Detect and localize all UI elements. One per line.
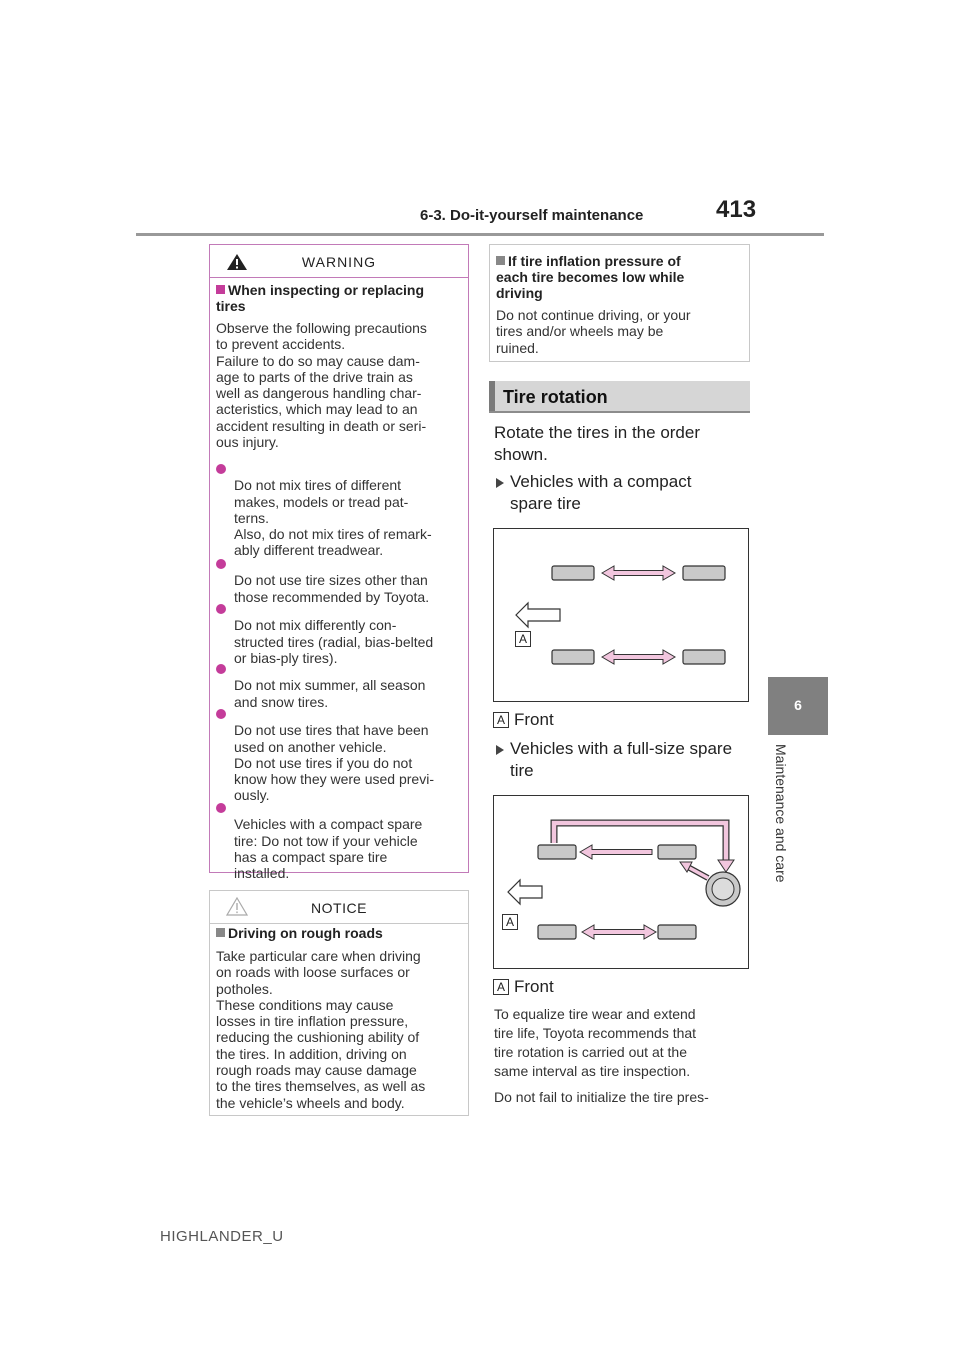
inflation-subhead: If tire inflation pressure of each tire … (496, 253, 685, 301)
tire-rotation-heading: Tire rotation (489, 381, 750, 413)
warning-bullet: Do not use tire sizes other than those r… (216, 556, 468, 605)
notice-box: NOTICE Driving on rough roads Take parti… (209, 890, 469, 1116)
tire-front-right (682, 565, 726, 581)
warning-title: WARNING (301, 254, 377, 270)
rotation-note: To equalize tire wear and extend tire li… (494, 1006, 697, 1079)
warning-subhead: When inspecting or replacing tires (216, 282, 425, 314)
caution-icon (226, 897, 248, 916)
square-bullet-icon (496, 256, 505, 265)
inflation-box: If tire inflation pressure of each tire … (489, 244, 750, 362)
tire-rear-right (657, 924, 697, 940)
callout-a: A (493, 979, 509, 995)
route-arrow-icon (550, 819, 735, 873)
tire-rear-left (537, 924, 577, 940)
swap-arrow-icon (601, 565, 676, 581)
diagonal-arrow-icon (679, 861, 710, 881)
warning-title-row: WARNING (210, 245, 468, 278)
section-title: Tire rotation (503, 387, 608, 407)
tire-rear-right (682, 649, 726, 665)
bullet-dot-icon (216, 604, 226, 614)
bullet-dot-icon (216, 709, 226, 719)
warning-intro: Observe the following precautions to pre… (216, 320, 427, 451)
heading-accent (489, 381, 495, 411)
tire-rear-left (551, 649, 595, 665)
bullet-dot-icon (216, 664, 226, 674)
bullet-dot-icon (216, 464, 226, 474)
warning-icon (227, 254, 247, 270)
tire-front-left (551, 565, 595, 581)
chapter-label: Maintenance and care (773, 744, 789, 883)
warning-bullet: Vehicles with a compact spare tire: Do n… (216, 800, 468, 881)
page-number: 413 (716, 196, 757, 223)
notice-text: Take particular care when driving on roa… (216, 948, 426, 1111)
inflation-text: Do not continue driving, or your tires a… (496, 307, 691, 356)
front-label: Front (514, 977, 554, 996)
rotation-intro: Rotate the tires in the order shown. (494, 423, 701, 464)
header-rule (136, 233, 824, 236)
bullet-dot-icon (216, 559, 226, 569)
triangle-bullet-icon (495, 744, 505, 759)
warning-bullet: Do not mix summer, all season and snow t… (216, 661, 468, 710)
tire-front-left (537, 844, 577, 860)
rotation-note-continued: Do not fail to initialize the tire pres- (494, 1089, 709, 1105)
callout-a: A (515, 631, 531, 647)
spare-tire-icon (705, 871, 741, 907)
warning-bullet: Do not mix tires of different makes, mod… (216, 461, 468, 559)
chapter-number: 6 (794, 697, 802, 713)
callout-a: A (502, 914, 518, 930)
swap-arrow-icon (581, 924, 657, 940)
notice-title: NOTICE (311, 900, 367, 916)
warning-bullet: Do not mix differently con- structed tir… (216, 601, 468, 666)
notice-title-row: NOTICE (210, 891, 468, 924)
front-label: Front (514, 710, 554, 729)
bullet-dot-icon (216, 803, 226, 813)
compact-spare-label: Vehicles with a compact spare tire (510, 472, 692, 513)
notice-subhead: Driving on rough roads (216, 925, 466, 941)
section-header: 6-3. Do-it-yourself maintenance (420, 207, 644, 224)
chapter-tab (768, 677, 828, 735)
left-arrow-icon (579, 844, 653, 860)
tire-front-right (657, 844, 697, 860)
front-arrow-icon (507, 878, 543, 906)
fullsize-rotation-diagram: A (493, 795, 749, 969)
compact-rotation-diagram: A (493, 528, 749, 702)
front-arrow-icon (515, 601, 561, 629)
warning-bullet: Do not use tires that have been used on … (216, 706, 468, 804)
model-footer: HIGHLANDER_U (160, 1228, 284, 1245)
square-bullet-icon (216, 285, 225, 294)
fullsize-spare-label: Vehicles with a full-size spare tire (510, 739, 733, 780)
square-bullet-icon (216, 928, 225, 937)
callout-a: A (493, 712, 509, 728)
triangle-bullet-icon (495, 477, 505, 492)
swap-arrow-icon (601, 649, 676, 665)
warning-box: WARNING When inspecting or replacing tir… (209, 244, 469, 881)
